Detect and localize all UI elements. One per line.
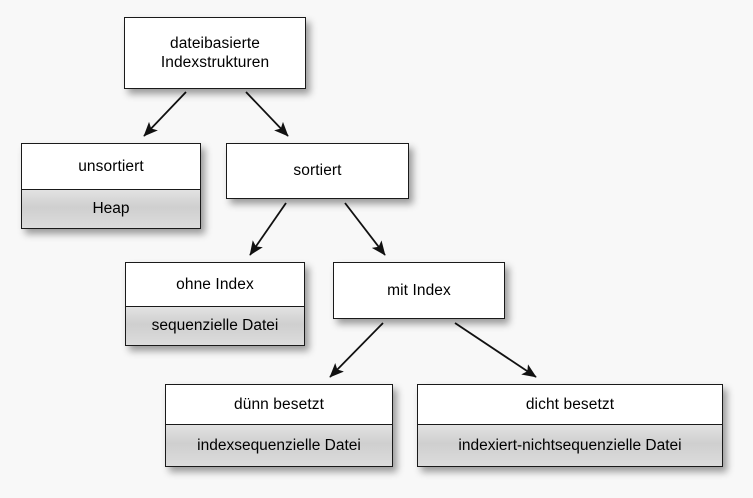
node-dicht-besetzt[interactable]: dicht besetzt indexiert-nichtsequenziell… (417, 384, 723, 467)
node-title: sortiert (227, 144, 408, 198)
edge-withindex-dense (454, 322, 537, 378)
node-unsortiert[interactable]: unsortiert Heap (21, 143, 201, 229)
node-title: dicht besetzt (418, 385, 722, 424)
node-subtitle: sequenzielle Datei (126, 306, 304, 345)
edge-sorted-withindex (344, 202, 386, 256)
node-ohne-index[interactable]: ohne Index sequenzielle Datei (125, 262, 305, 346)
node-mit-index[interactable]: mit Index (333, 262, 505, 319)
edge-root-unsorted (143, 91, 187, 137)
node-sortiert[interactable]: sortiert (226, 143, 409, 199)
node-subtitle: Heap (22, 189, 200, 228)
node-title: unsortiert (22, 144, 200, 189)
edge-root-sorted (245, 91, 289, 137)
edge-sorted-noindex (249, 202, 287, 256)
node-duenn-besetzt[interactable]: dünn besetzt indexsequenzielle Datei (165, 384, 393, 467)
node-subtitle: indexsequenzielle Datei (166, 424, 392, 466)
edge-withindex-sparse (329, 322, 384, 378)
node-title: mit Index (334, 263, 504, 318)
node-title: ohne Index (126, 263, 304, 306)
node-title: dateibasierte Indexstrukturen (125, 18, 305, 88)
node-subtitle: indexiert-nichtsequenzielle Datei (418, 424, 722, 466)
node-title: dünn besetzt (166, 385, 392, 424)
node-dateibasierte-indexstrukturen[interactable]: dateibasierte Indexstrukturen (124, 17, 306, 89)
